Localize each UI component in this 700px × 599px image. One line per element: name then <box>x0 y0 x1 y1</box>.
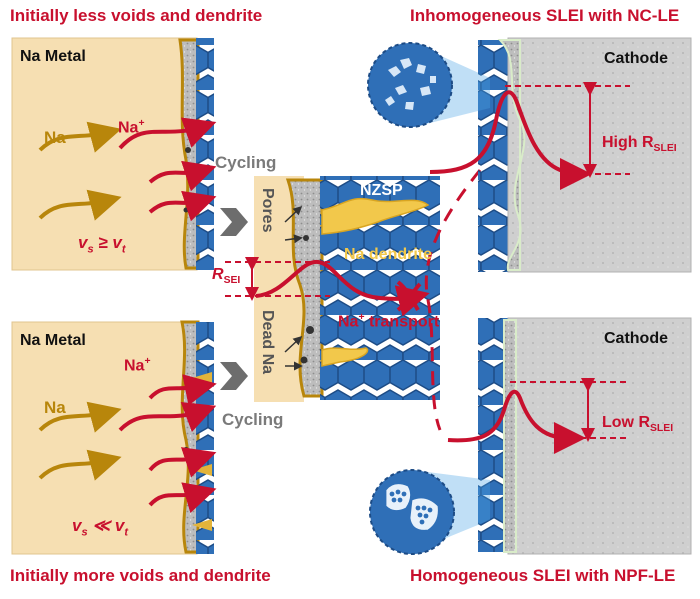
na-plus-label-top: Na+ <box>118 118 145 137</box>
low-r-curve <box>447 389 586 454</box>
slei-layer-bottom <box>503 319 517 553</box>
na-dendrite-lower <box>321 347 369 367</box>
na-plus-arrow-top-3 <box>148 190 217 222</box>
title-bottom-right: Homogeneous SLEI with NPF-LE <box>410 566 676 585</box>
nzsp-label: NZSP <box>360 182 403 199</box>
electrolyte-hex-bottom <box>196 322 214 554</box>
magnifier-circle-top <box>367 42 453 128</box>
middle-interface <box>285 178 324 398</box>
na-plus-arrow-bottom-2 <box>118 402 217 432</box>
na-plus-arrow-top-1 <box>118 117 217 150</box>
relation-bottom: vs ≪ vt <box>72 516 129 539</box>
nzsp-block <box>320 176 440 400</box>
cathode-label-bottom: Cathode <box>604 330 668 347</box>
interface-layer-bottom <box>180 320 200 554</box>
r-sei-label: RSEI <box>212 266 241 287</box>
na-arrow-bottom-2 <box>38 449 122 481</box>
high-r-curve <box>429 90 592 190</box>
na-plus-arrow-bottom-3 <box>148 447 217 478</box>
title-top-right: Inhomogeneous SLEI with NC-LE <box>410 6 680 25</box>
dashed-connector <box>424 169 482 431</box>
na-metal-block-bottom <box>11 321 198 555</box>
na-metal-block-top <box>11 37 198 271</box>
na-label-bottom: Na <box>44 398 66 417</box>
na-arrow-top-2 <box>38 189 122 221</box>
middle-cross-curve-2 <box>396 282 422 312</box>
low-r-label: Low RSLEI <box>602 414 674 435</box>
na-metal-label-top: Na Metal <box>20 48 86 65</box>
dead-na-label: Dead Na <box>259 310 276 375</box>
electrolyte-hex-top <box>196 38 214 270</box>
cycling-label-top: Cycling <box>215 153 277 172</box>
na-dendrite-upper <box>321 198 430 235</box>
na-label-top: Na <box>44 128 66 147</box>
electrolyte-hex-right-top <box>478 40 512 272</box>
cathode-block-top <box>507 37 692 273</box>
na-arrow-top-1 <box>38 121 122 153</box>
na-plus-arrow-top-2 <box>148 160 217 192</box>
na-plus-label-bottom: Na+ <box>124 356 151 375</box>
na-arrow-bottom-1 <box>38 401 122 433</box>
cycling-chevron-top <box>220 208 248 236</box>
high-r-label: High RSLEI <box>602 134 677 155</box>
slei-layer-top <box>497 39 526 271</box>
title-top-left: Initially less voids and dendrite <box>10 6 263 25</box>
na-plus-arrow-bottom-1 <box>148 374 217 406</box>
cathode-block-bottom <box>507 317 692 555</box>
title-bottom-left: Initially more voids and dendrite <box>10 566 271 585</box>
cycling-chevron-bottom <box>220 362 248 390</box>
na-plus-arrow-bottom-4 <box>148 482 217 514</box>
cycling-label-bottom: Cycling <box>222 410 284 429</box>
middle-transport-curve <box>255 260 430 317</box>
na-transport-label: Na+ transport <box>338 312 440 331</box>
pores-label: Pores <box>259 188 276 233</box>
na-dendrite-label: Na dendrite <box>344 246 433 263</box>
cathode-label-top: Cathode <box>604 50 668 67</box>
na-metal-label-bottom: Na Metal <box>20 332 86 349</box>
relation-top: vs ≥ vt <box>78 233 126 256</box>
